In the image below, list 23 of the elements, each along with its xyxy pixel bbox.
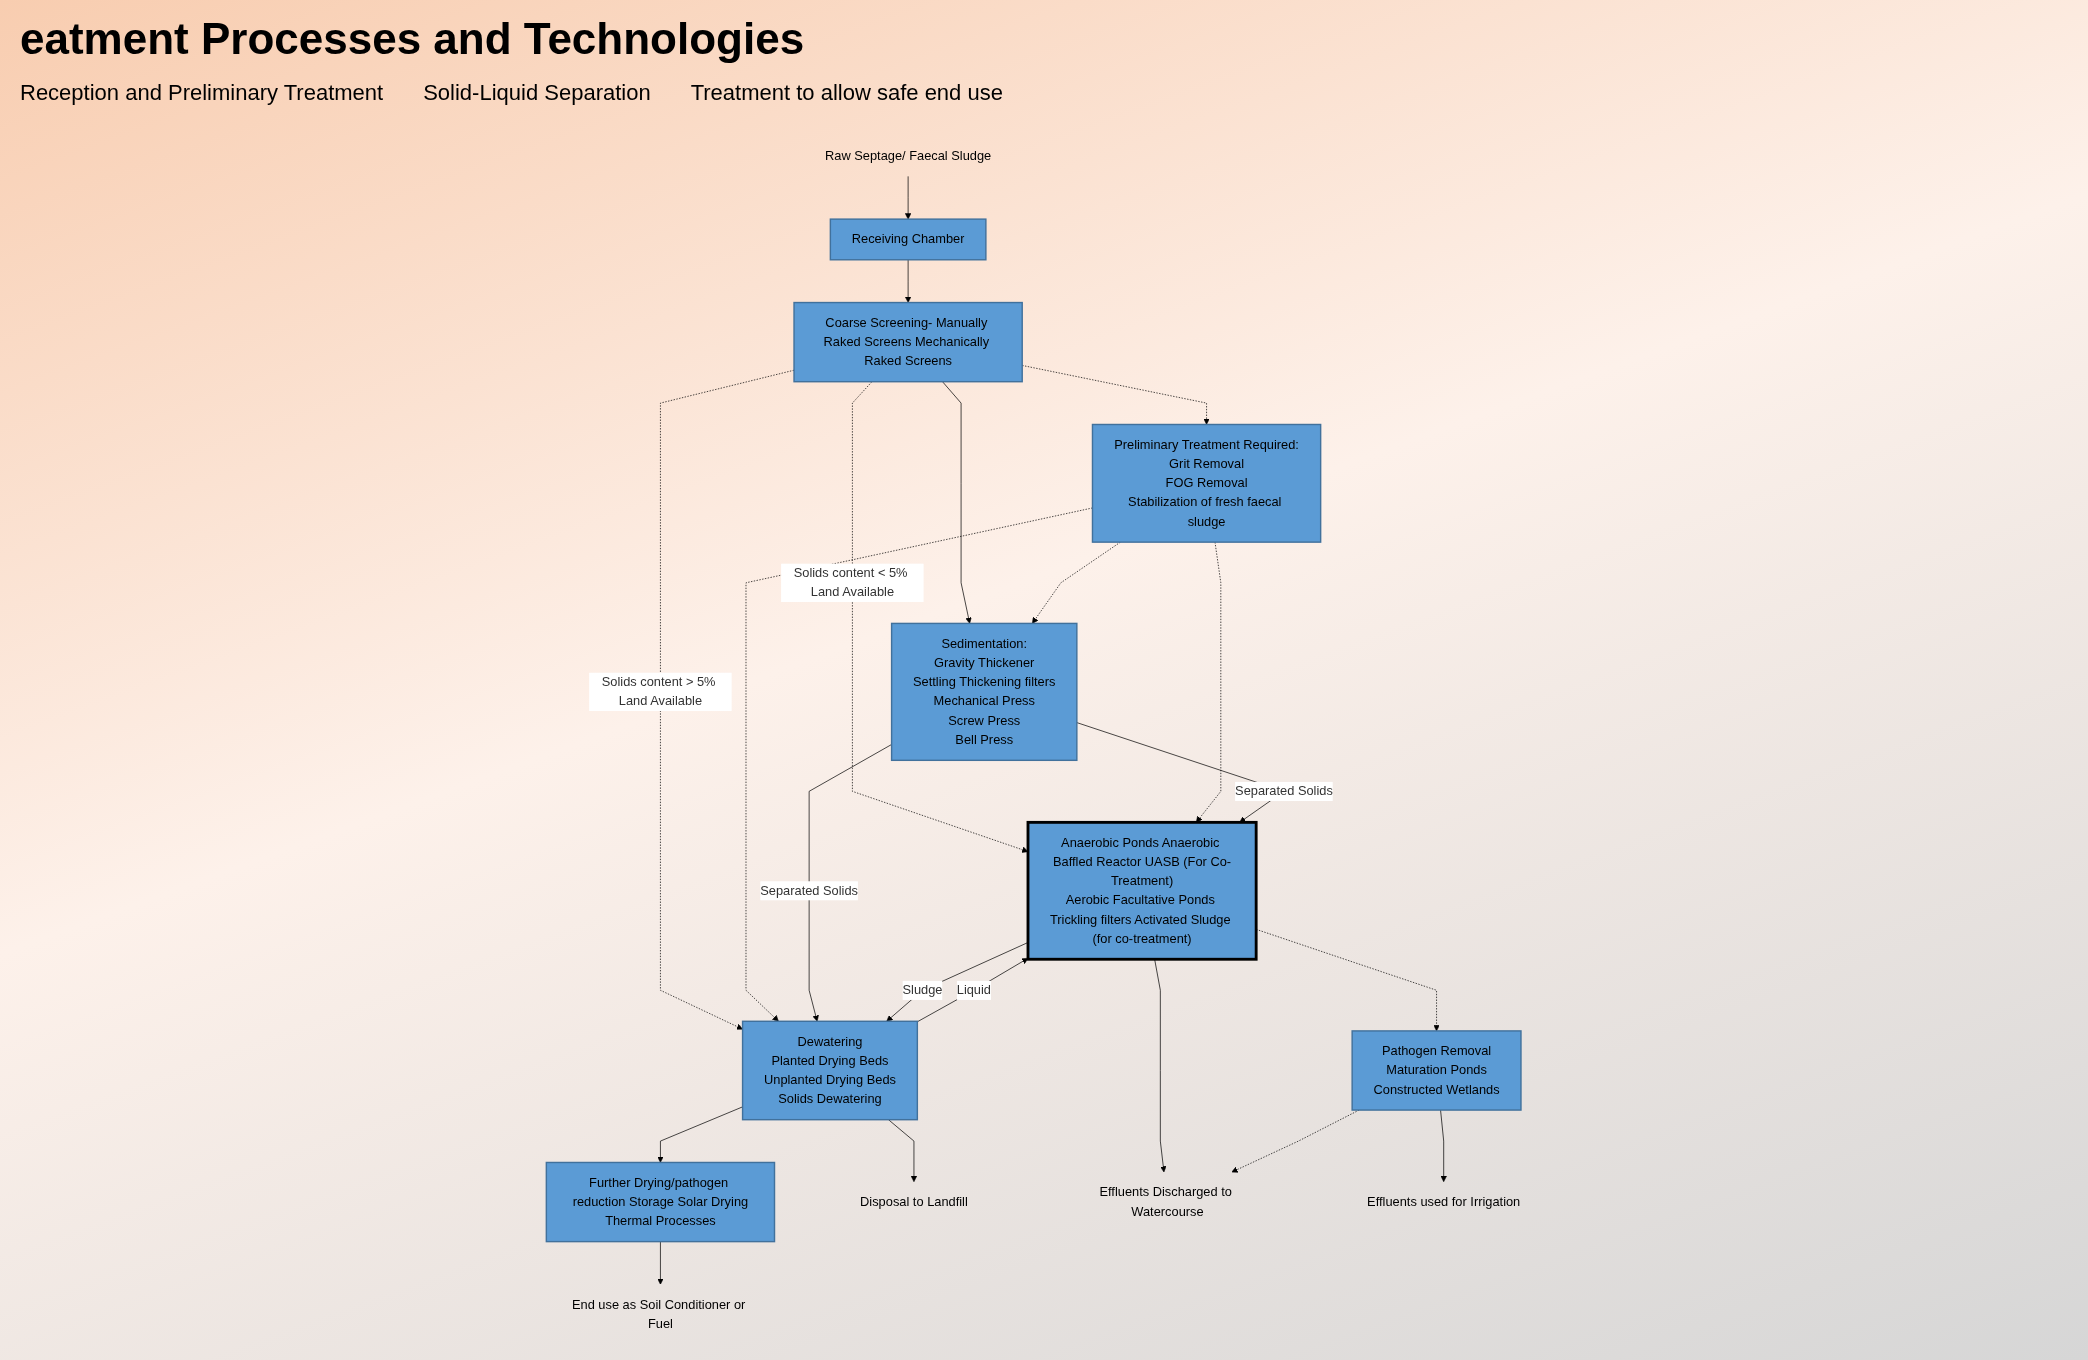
edge-label: Liquid: [956, 982, 991, 998]
section-heading: Reception and Preliminary Treatment: [20, 80, 384, 106]
node-box: Coarse Screening- Manually Raked Screens Mechanically Raked Screens: [793, 301, 1023, 383]
node-text: Effluents Discharged to Watercourse: [1099, 1184, 1232, 1219]
edge-label: Solids content < 5% Land Available: [793, 565, 908, 600]
section-heading: Treatment to allow safe end use: [690, 80, 1003, 106]
node-box: Receiving Chamber: [829, 218, 987, 261]
node-box: Further Drying/pathogen reduction Storage Solar Drying Thermal Processes: [545, 1161, 776, 1243]
edge-label: Separated Solids: [760, 883, 858, 898]
node-text: End use as Soil Conditioner or Fuel: [571, 1297, 746, 1331]
edge-label: Separated Solids: [1235, 783, 1333, 799]
node-box: Preliminary Treatment Required: Grit Removal FOG Removal Stabilization of fresh faecal sludge: [1091, 423, 1322, 543]
node-box: Sedimentation: Gravity Thickener Settling Thickening filters Mechanical Press Screw Press Bell Press: [890, 622, 1078, 762]
node-text: Effluents used for Irrigation: [1367, 1194, 1521, 1209]
section-heading: Solid-Liquid Separation: [423, 80, 651, 106]
node-box: Anaerobic Ponds Anaerobic Baffled Reactor UASB (For Co-Treatment) Aerobic Facultative Ponds Trickling filters Activated Sludge (for co-treatment): [1026, 820, 1258, 961]
node-text: Disposal to Landfill: [860, 1194, 968, 1209]
node-box: Dewatering Planted Drying Beds Unplanted Drying Beds Solids Dewatering: [741, 1020, 919, 1121]
edge-label: Sludge: [902, 982, 943, 998]
title: eatment Processes and Technologies: [20, 14, 805, 64]
edge-label: Solids content > 5% Land Available: [601, 674, 716, 709]
node-box: Pathogen Removal Maturation Ponds Constructed Wetlands: [1351, 1030, 1522, 1111]
node-text: Raw Septage/ Faecal Sludge: [824, 148, 992, 163]
